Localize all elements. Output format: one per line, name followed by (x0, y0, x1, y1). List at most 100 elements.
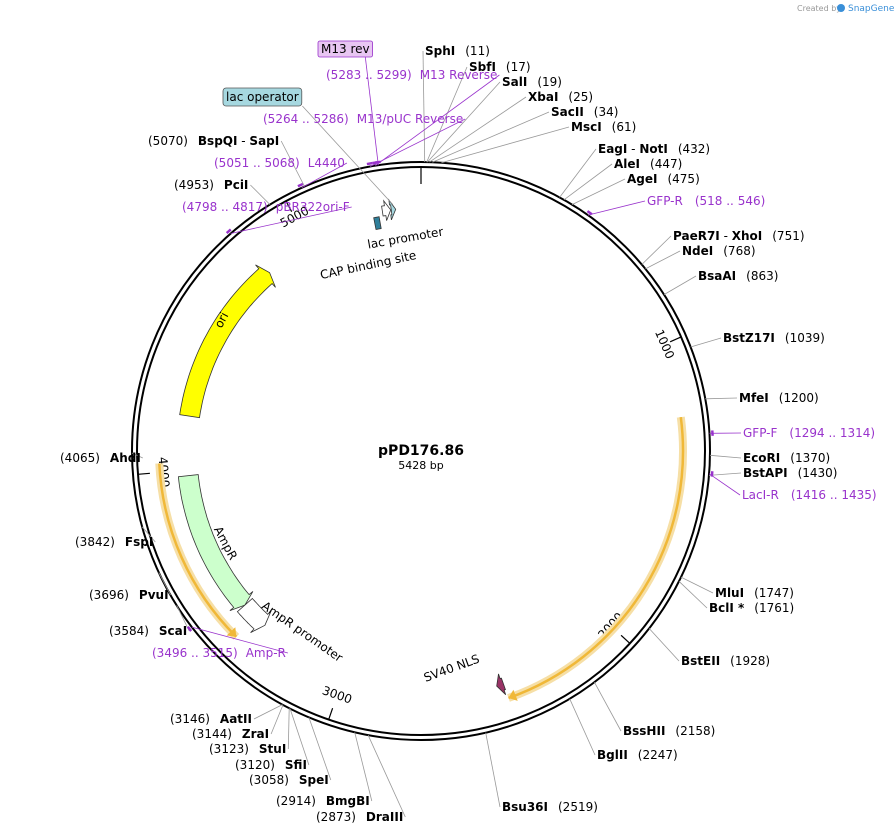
enzyme-leader-line (663, 275, 697, 295)
enzyme-label[interactable]: SbfI(17) (469, 60, 531, 74)
primer-label[interactable]: (4798 .. 4817)pBR322ori-F (182, 200, 350, 214)
orf-arc (508, 416, 685, 700)
enzyme-label[interactable]: (4065)AhdI (60, 451, 141, 465)
enzyme-label[interactable]: (2914)BmgBI (276, 794, 370, 808)
enzyme-leader-line (253, 704, 283, 720)
enzyme-leader-line (690, 337, 722, 348)
enzyme-leader-line (708, 472, 742, 476)
snapgene-brand-label: SnapGene (848, 4, 895, 14)
enzyme-leader-line (270, 704, 284, 735)
tick-mark (669, 336, 682, 343)
enzyme-leader-line (594, 682, 622, 732)
enzyme-label[interactable]: (3058)SpeI (249, 773, 329, 787)
feature-label-sv40-nls: SV40 NLS (422, 652, 481, 685)
enzyme-leader-line (131, 452, 143, 459)
enzyme-label[interactable]: (3144)ZraI (192, 727, 269, 741)
enzyme-label[interactable]: Bsu36I(2519) (502, 800, 598, 814)
enzyme-label[interactable]: BstAPI(1430) (743, 466, 837, 480)
enzyme-leader-line (429, 96, 527, 163)
enzyme-label[interactable]: EagI - NotI(432) (598, 142, 710, 156)
enzyme-leader-line (308, 717, 332, 781)
enzyme-label[interactable]: SphI(11) (425, 44, 490, 58)
enzyme-label[interactable]: XbaI(25) (528, 90, 593, 104)
enzyme-label[interactable]: (2873)DraIII (316, 810, 403, 824)
enzyme-leader-line (426, 66, 468, 163)
enzyme-label[interactable]: MscI(61) (571, 120, 636, 134)
enzyme-leader-line (485, 732, 501, 808)
enzyme-label[interactable]: SacII(34) (551, 105, 618, 119)
primer-leader-line (191, 626, 289, 654)
primer-leader-line (369, 118, 466, 167)
enzyme-label[interactable]: (3842)FspI (75, 535, 153, 549)
enzyme-leader-line (280, 140, 305, 187)
enzyme-label[interactable]: BglII(2247) (597, 748, 678, 762)
primer-site-mark (186, 626, 193, 632)
enzyme-label[interactable]: NdeI(768) (682, 244, 756, 258)
tick-mark (328, 708, 334, 720)
site-labels: SphI(11) SbfI(17)SalI(19)XbaI(25)SacII(34… (60, 40, 877, 824)
enzyme-label[interactable]: BsaAI(863) (698, 269, 778, 283)
enzyme-leader-line (571, 178, 626, 205)
tick-label: 3000 (320, 683, 353, 706)
primer-label[interactable]: (5264 .. 5286)M13/pUC Reverse (263, 112, 463, 126)
primer-leader-line (375, 74, 500, 166)
plasmid-length: 5428 bp (398, 459, 443, 472)
orf-arrowhead (226, 627, 237, 637)
enzyme-leader-line (176, 605, 190, 632)
primer-site-mark (225, 228, 232, 234)
enzyme-label[interactable]: (3584)ScaI (109, 624, 187, 638)
orf-arc (158, 463, 238, 638)
enzyme-label[interactable]: AleI(447) (614, 157, 682, 171)
enzyme-leader-line (441, 126, 570, 164)
enzyme-label[interactable]: BstEII(1928) (681, 654, 770, 668)
primer-leader-line (708, 473, 741, 496)
plasmid-name: pPD176.86 (378, 443, 464, 459)
primer-leader-line (301, 162, 348, 189)
primer-leader-line (587, 200, 646, 216)
enzyme-label[interactable]: (3146)AatII (170, 712, 252, 726)
enzyme-label[interactable]: (3696)PvuI (89, 588, 169, 602)
orf-arcs (155, 416, 687, 702)
enzyme-label[interactable]: BclI *(1761) (709, 601, 794, 615)
enzyme-leader-line (645, 250, 681, 270)
enzyme-leader-line (705, 397, 738, 400)
feature-sv40-nls (496, 673, 507, 695)
enzyme-leader-line (563, 163, 613, 201)
enzyme-label[interactable]: (3123)StuI (209, 742, 286, 756)
primer-label[interactable]: (5283 .. 5299)M13 Reverse (326, 68, 497, 82)
primer-leader-line (230, 206, 352, 234)
primer-site-mark (297, 182, 304, 188)
enzyme-leader-line (559, 148, 597, 198)
tick-mark (137, 472, 150, 475)
tick-label: 1000 (652, 327, 677, 361)
enzyme-label[interactable]: EcoRI(1370) (743, 451, 830, 465)
feature-cap-binding-site (373, 216, 382, 230)
enzyme-label[interactable]: AgeI(475) (627, 172, 700, 186)
enzyme-label[interactable]: BstZ17I(1039) (723, 331, 825, 345)
enzyme-leader-line (422, 50, 426, 163)
enzyme-leader-line (648, 628, 680, 662)
enzyme-leader-line (709, 454, 742, 459)
primer-label[interactable]: LacI-R(1416 .. 1435) (742, 488, 877, 502)
enzyme-label[interactable]: PaeR7I - XhoI(751) (673, 229, 805, 243)
primer-label[interactable]: GFP-R(518 .. 546) (647, 194, 765, 208)
primer-label[interactable]: (5051 .. 5068)L4440 (214, 156, 345, 170)
enzyme-label[interactable]: (3120)SfiI (235, 758, 307, 772)
enzyme-label[interactable]: (5070)BspQI - SapI (148, 134, 279, 148)
enzyme-label[interactable]: MluI(1747) (715, 586, 794, 600)
enzyme-label[interactable]: SalI(19) (502, 75, 562, 89)
feature-ampr (177, 474, 254, 611)
feature-label-cap-binding-site: CAP binding site (319, 248, 418, 282)
primer-label[interactable]: (3496 .. 3515)Amp-R (152, 646, 286, 660)
enzyme-leader-line (569, 698, 596, 756)
enzyme-label[interactable]: (4953)PciI (174, 178, 248, 192)
primer-label[interactable]: M13 rev (321, 42, 370, 56)
enzyme-label[interactable]: BssHII(2158) (623, 724, 715, 738)
enzyme-label[interactable]: MfeI(1200) (739, 391, 819, 405)
enzyme-leader-line (678, 581, 708, 609)
feature-label-lac-operator[interactable]: lac operator (226, 90, 299, 104)
primer-label-box (317, 40, 373, 58)
primer-label[interactable]: GFP-F(1294 .. 1314) (743, 426, 875, 440)
enzyme-leader-line (287, 708, 290, 750)
